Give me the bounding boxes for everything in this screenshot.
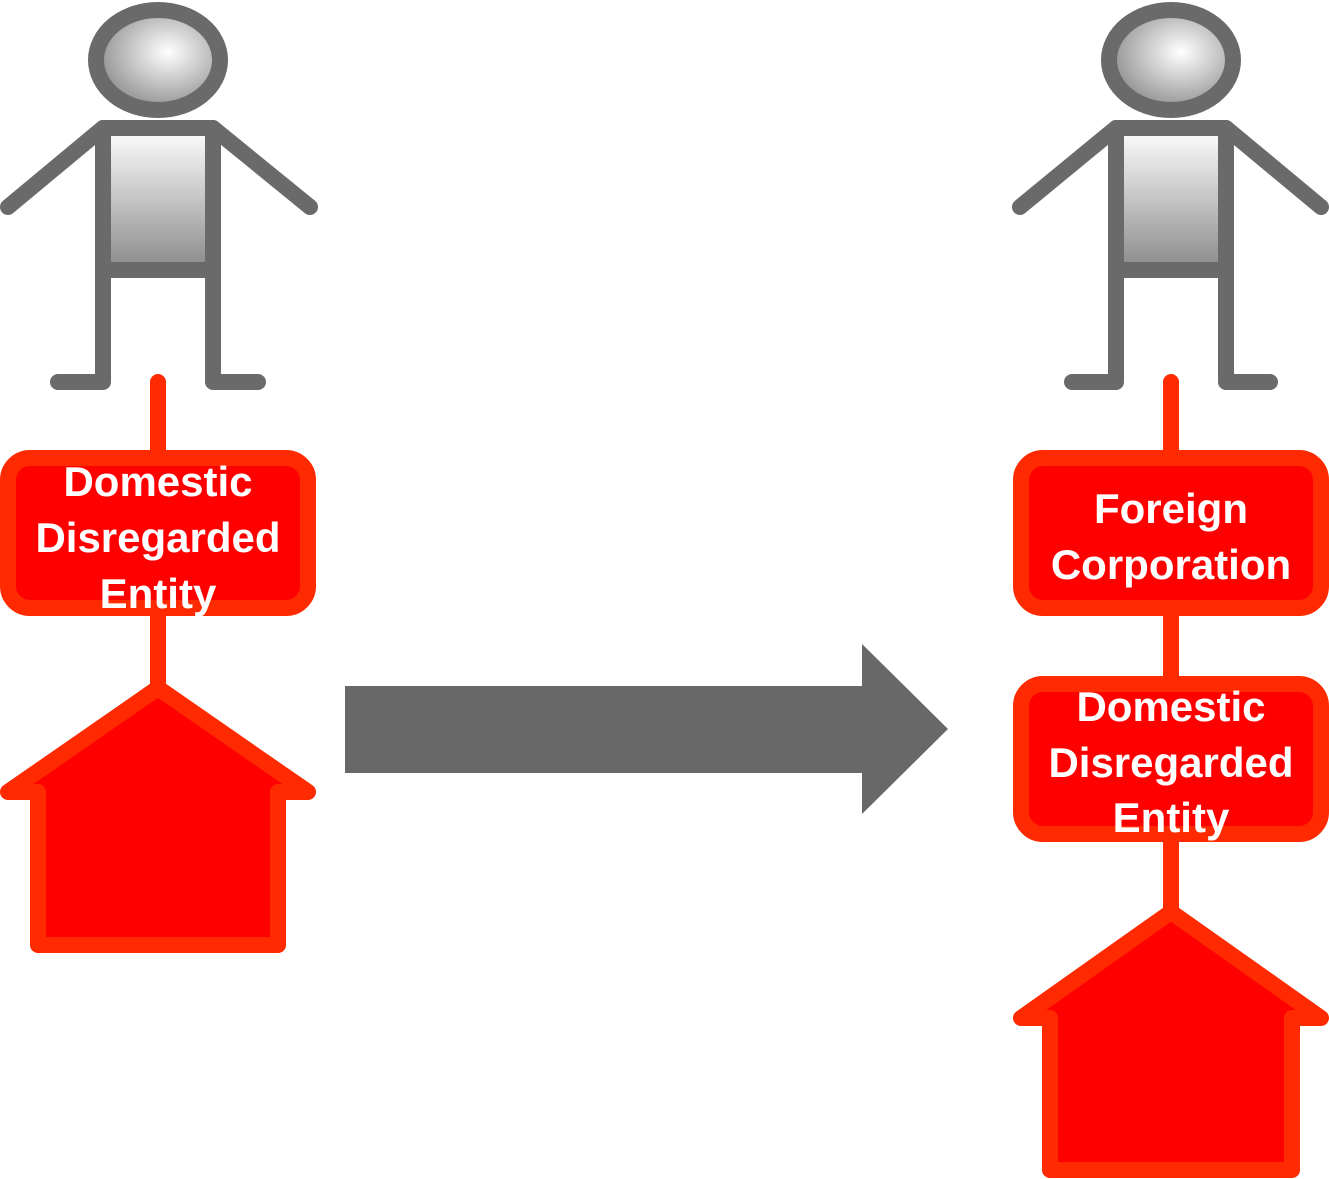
- person-icon: [0, 2, 318, 390]
- foreign-label-line-2: Corporation: [1051, 541, 1291, 588]
- entity-label-line-3: Entity: [100, 570, 217, 617]
- entity-label-line-2: Disregarded: [35, 514, 280, 561]
- after-structure: Foreign Corporation Domestic Disregarded…: [1012, 2, 1329, 1178]
- domestic-disregarded-entity-box: Domestic Disregarded Entity: [1013, 676, 1329, 842]
- entity-label-line-2: Disregarded: [1048, 739, 1293, 786]
- entity-label-line-1: Domestic: [63, 458, 252, 505]
- entity-label-line-1: Domestic: [1076, 683, 1265, 730]
- arrow-right-icon: [345, 644, 948, 814]
- domestic-disregarded-entity-box: Domestic Disregarded Entity: [0, 450, 316, 617]
- before-structure: Domestic Disregarded Entity: [0, 2, 318, 953]
- foreign-corporation-box: Foreign Corporation: [1013, 450, 1329, 616]
- entity-label-line-3: Entity: [1113, 794, 1230, 841]
- house-icon: [1013, 904, 1329, 1178]
- person-icon: [1012, 2, 1329, 390]
- house-icon: [0, 680, 316, 953]
- foreign-label-line-1: Foreign: [1094, 485, 1248, 532]
